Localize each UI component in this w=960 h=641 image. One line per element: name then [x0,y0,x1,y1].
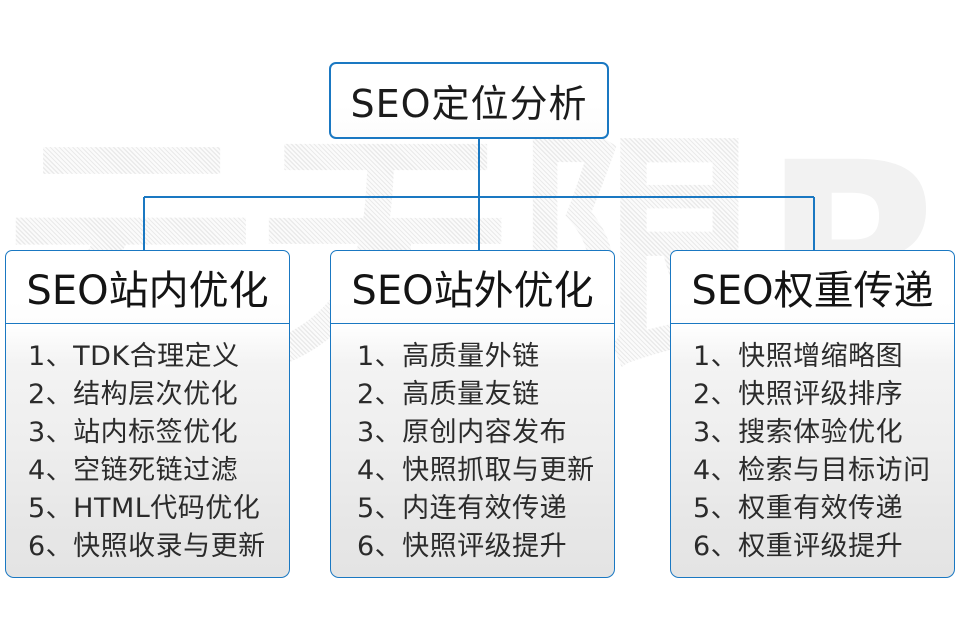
column-header-2-label: SEO站外优化 [351,268,594,314]
column-header-3-label: SEO权重传递 [691,268,934,314]
list-item: 5、内连有效传递 [357,493,568,524]
list-item: 4、检索与目标访问 [693,455,931,486]
column-list-3: 1、快照增缩略图 2、快照评级排序 3、搜索体验优化 4、检索与目标访问 5、权… [670,324,955,578]
list-item: 6、权重评级提升 [693,531,904,562]
list-item: 5、权重有效传递 [693,493,904,524]
column-header-3[interactable]: SEO权重传递 [670,250,955,324]
list-item: 4、空链死链过滤 [28,455,239,486]
list-item: 6、快照收录与更新 [28,531,266,562]
root-node[interactable]: SEO定位分析 [329,62,609,139]
list-item: 2、结构层次优化 [28,379,239,410]
list-item: 3、站内标签优化 [28,417,239,448]
list-item: 2、快照评级排序 [693,379,904,410]
column-header-1-label: SEO站内优化 [26,268,269,314]
list-item: 5、HTML代码优化 [28,493,261,524]
root-node-label: SEO定位分析 [350,82,588,126]
list-item: 1、TDK合理定义 [28,341,240,372]
list-item: 1、高质量外链 [357,341,540,372]
column-list-2: 1、高质量外链 2、高质量友链 3、原创内容发布 4、快照抓取与更新 5、内连有… [330,324,615,578]
list-item: 2、高质量友链 [357,379,540,410]
column-header-1[interactable]: SEO站内优化 [5,250,290,324]
list-item: 3、搜索体验优化 [693,417,904,448]
column-list-1: 1、TDK合理定义 2、结构层次优化 3、站内标签优化 4、空链死链过滤 5、H… [5,324,290,578]
column-header-2[interactable]: SEO站外优化 [330,250,615,324]
list-item: 4、快照抓取与更新 [357,455,595,486]
list-item: 6、快照评级提升 [357,531,568,562]
list-item: 1、快照增缩略图 [693,341,904,372]
list-item: 3、原创内容发布 [357,417,568,448]
